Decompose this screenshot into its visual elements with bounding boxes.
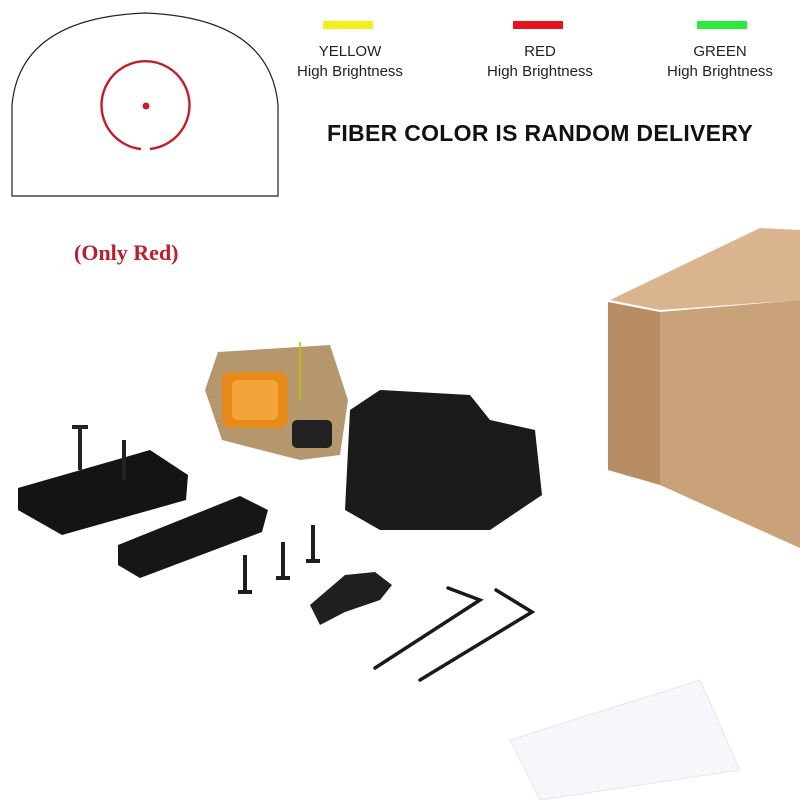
screws — [238, 525, 320, 594]
rail-mount — [18, 425, 188, 535]
color-name: YELLOW — [318, 43, 382, 60]
headline: FIBER COLOR IS RANDOM DELIVERY — [327, 120, 753, 146]
reticle-circle — [100, 60, 191, 151]
reticle-dot — [142, 102, 150, 110]
color-name: GREEN — [693, 43, 747, 60]
hex-keys — [373, 586, 536, 682]
adapter-plate — [118, 496, 268, 578]
reticle-note: (Only Red) — [74, 240, 179, 265]
red-swatch — [513, 21, 563, 29]
cardboard-box — [608, 228, 800, 548]
cleaning-cloth — [509, 679, 741, 800]
color-name: RED — [524, 43, 556, 60]
color-desc: High Brightness — [667, 63, 773, 80]
green-swatch — [697, 21, 747, 29]
yellow-swatch — [323, 21, 373, 29]
red-dot-sight — [205, 342, 348, 460]
color-desc: High Brightness — [487, 63, 593, 80]
color-desc: High Brightness — [297, 63, 403, 80]
green-label: GREEN High Brightness — [640, 42, 800, 82]
lever-key — [310, 572, 392, 625]
yellow-label: YELLOW High Brightness — [270, 42, 430, 82]
rubber-cover — [345, 390, 542, 530]
red-label: RED High Brightness — [460, 42, 620, 82]
